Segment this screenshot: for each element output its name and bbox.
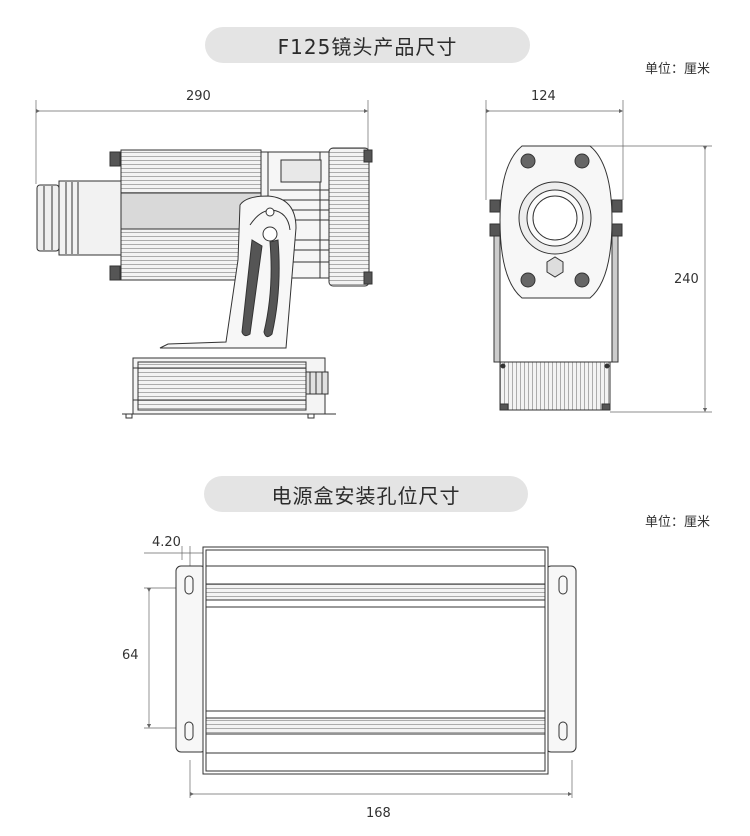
section-title-lens: F125镜头产品尺寸 — [205, 27, 530, 63]
unit-label-lens: 单位：厘米 — [645, 62, 711, 77]
dim-front-width: 124 — [531, 89, 556, 104]
power-box-drawing — [144, 546, 577, 798]
dim-front-height: 240 — [674, 272, 699, 287]
dim-hole-offset: 4.20 — [152, 535, 181, 550]
section-title-power-box: 电源盒安装孔位尺寸 — [204, 476, 528, 512]
front-view-drawing — [485, 100, 712, 413]
dim-side-width: 290 — [186, 89, 211, 104]
dim-total-width: 168 — [366, 806, 391, 821]
side-view-drawing — [35, 100, 373, 419]
dim-hole-spacing: 64 — [122, 648, 139, 663]
unit-label-power-box: 单位：厘米 — [645, 515, 711, 530]
